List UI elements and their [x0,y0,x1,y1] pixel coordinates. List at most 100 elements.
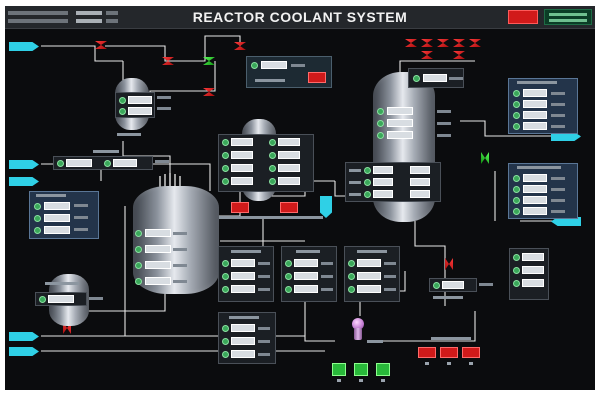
io-tag-feedwater-in[interactable] [551,217,581,226]
status-indicator [513,123,520,130]
reading-value [523,185,547,193]
reactor-coolant-pump-icon[interactable] [350,318,366,340]
pipe-letdown-top [41,45,123,62]
reading-unit [384,288,396,291]
status-indicator [34,203,41,210]
reading-value [145,277,171,285]
reading-value [231,164,253,172]
io-tag-drain-2[interactable] [9,347,39,356]
reading-value [387,119,413,127]
alarm-button[interactable] [508,10,538,24]
status-indicator [222,325,229,332]
vol-control-button-1[interactable] [418,347,436,358]
reading-value [523,207,547,215]
reading-unit [551,125,565,128]
reading-value [294,285,318,293]
status-indicator [269,152,276,159]
status-indicator [119,108,126,115]
status-indicator [377,132,384,139]
reading-value [373,166,393,174]
rcp-number [381,379,385,382]
status-indicator [377,120,384,127]
vol-control-button-3[interactable] [462,347,480,358]
reading-value [231,337,255,345]
reading-unit [321,275,333,278]
hot-leg-title [229,316,259,319]
status-indicator [513,208,520,215]
pzr-heater-1-button[interactable] [231,202,249,213]
steam-generator-panel [375,104,435,142]
reading-unit [258,327,270,330]
io-tag-letdown-in[interactable] [9,42,39,51]
header-readout-value [76,11,102,15]
reading-value [294,259,318,267]
reading-unit [551,210,565,213]
status-indicator [377,108,384,115]
io-tag-letdown-out[interactable] [9,177,39,186]
pipe-sg-out [414,221,446,271]
reading-value [523,111,547,119]
loop-temp-title [231,250,261,253]
sg-level-label [349,193,361,196]
header-readout-value [76,19,102,23]
status-indicator [222,273,229,280]
reading-unit [437,134,451,137]
reading-value [48,295,74,303]
vol-control-title [431,337,471,340]
rcp-start-button-1[interactable] [332,363,346,376]
status-indicator [513,254,520,261]
status-indicator [135,278,142,285]
reading-unit [321,288,333,291]
status-indicator [222,152,229,159]
feedwater-flow-title [517,166,561,169]
reading-unit [173,264,187,267]
loop-temp-panel-3 [344,246,400,302]
vol-control-number [425,362,429,365]
pipe-sg-right [460,120,580,137]
reactor-vessel [133,186,219,294]
reading-unit [74,204,88,207]
rcp-start-button-3[interactable] [376,363,390,376]
header-readout-row [8,17,133,25]
reading-value [357,259,381,267]
io-tag-drain-1[interactable] [9,332,39,341]
reading-value [523,174,547,182]
status-text-line [549,19,587,22]
io-tag-charging-in[interactable] [9,160,39,169]
reading-unit [437,110,451,113]
rcp-start-button-2[interactable] [354,363,368,376]
reading-unit [258,262,270,265]
status-indicator [513,267,520,274]
status-indicator [57,160,64,167]
reading-unit [449,77,463,80]
pzr-heater-2-button[interactable] [280,202,298,213]
status-text-line [549,13,587,16]
reading-value [231,138,253,146]
reading-value [373,178,393,186]
pipe-pump-right [375,311,476,342]
reading-unit [551,177,565,180]
reading-value [442,281,464,289]
status-indicator [285,286,292,293]
pump-body [354,328,362,340]
vol-control-button-2[interactable] [440,347,458,358]
header-readout-label [8,11,68,15]
loop-temp-panel-2 [281,246,337,302]
status-indicator [269,139,276,146]
rcp-number [337,379,341,382]
reading-unit [74,228,88,231]
charging-label [93,150,119,153]
reading-unit [258,275,270,278]
spray-stop-button[interactable] [308,72,326,83]
reading-value [113,159,137,167]
io-tag-steam-out[interactable] [551,132,581,141]
reading-unit [89,297,103,300]
reading-value [387,131,413,139]
status-indicator [222,260,229,267]
reading-unit [258,340,270,343]
sg-level-lower-panel [509,248,549,300]
reading-unit [479,283,493,286]
loop-temp-panel-1 [218,246,274,302]
sg-level-label [349,181,361,184]
reading-unit [551,103,565,106]
